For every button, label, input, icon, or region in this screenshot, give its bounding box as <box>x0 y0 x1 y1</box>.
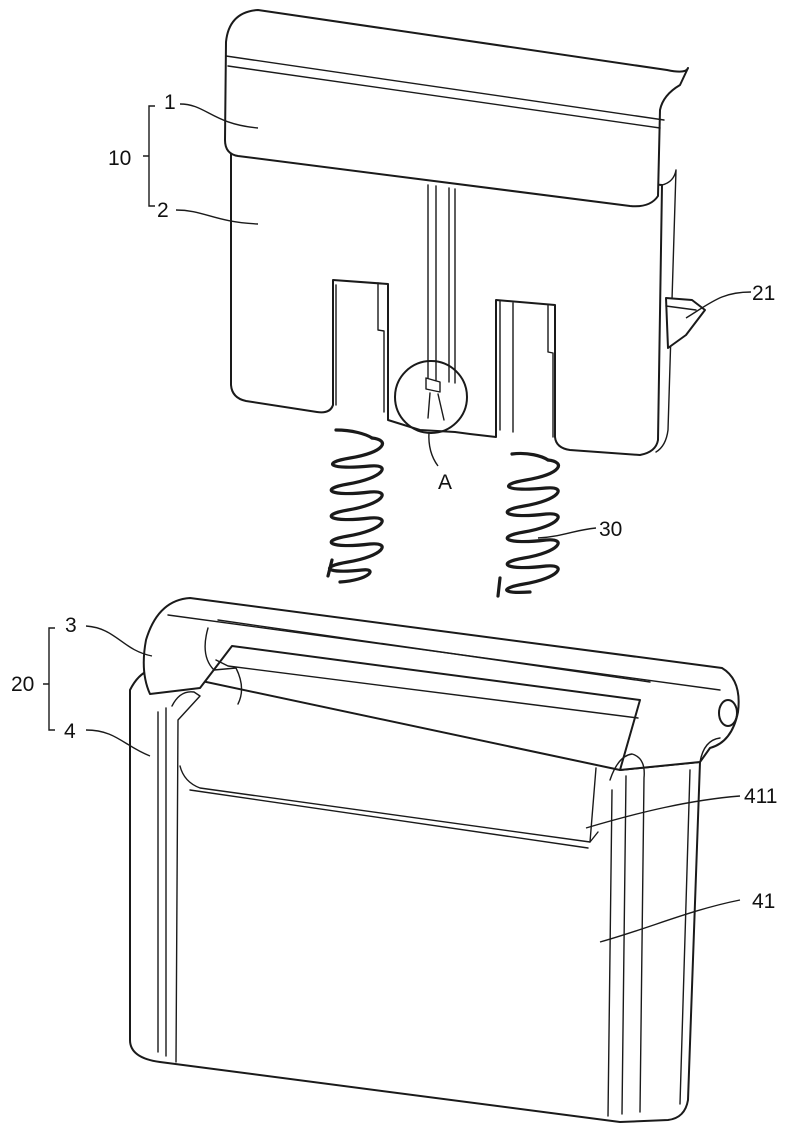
detail-circle-a <box>394 360 468 434</box>
left-rail <box>171 691 201 1063</box>
leader-lines <box>43 103 752 943</box>
pin-hole <box>718 699 738 727</box>
label-21: 21 <box>752 282 775 305</box>
label-2: 2 <box>157 199 169 222</box>
label-10: 10 <box>108 147 131 170</box>
upper-assembly <box>224 9 706 456</box>
right-rail <box>609 753 645 1113</box>
label-4: 4 <box>64 720 76 743</box>
label-30: 30 <box>599 518 622 541</box>
label-411: 411 <box>744 785 777 808</box>
label-20: 20 <box>11 673 34 696</box>
part-21-tab <box>665 297 706 349</box>
part-1-cap <box>224 9 689 208</box>
label-a: A <box>438 471 452 494</box>
lower-assembly <box>129 597 740 1123</box>
label-3: 3 <box>65 614 77 637</box>
label-1: 1 <box>164 91 176 114</box>
label-41: 41 <box>752 890 775 913</box>
spring-left <box>326 428 384 584</box>
part-2-body <box>230 149 663 456</box>
spring-right <box>496 451 560 598</box>
part-4-plate <box>129 669 701 1123</box>
